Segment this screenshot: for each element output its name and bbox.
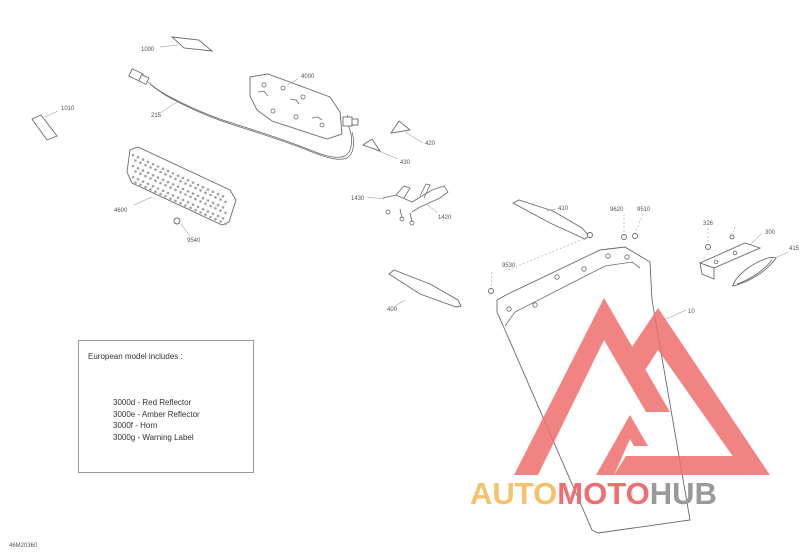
note-item: 3000g - Warning Label	[113, 432, 194, 442]
part-1420-latch-assembly	[382, 183, 449, 226]
callout-1010: 1010	[61, 106, 75, 112]
part-430-reflector	[362, 138, 382, 152]
note-list: 3000d - Red Reflector 3000e - Amber Refl…	[113, 397, 200, 443]
callout-4000: 4000	[301, 74, 315, 80]
part-1010-reflector	[31, 114, 58, 141]
callout-4600: 4600	[114, 208, 128, 214]
part-410-reflector-strip	[512, 199, 590, 240]
callout-410: 410	[558, 206, 569, 212]
part-326-screw	[705, 244, 711, 250]
callout-215: 215	[151, 113, 162, 119]
part-420-reflector	[390, 120, 412, 134]
part-1000-label	[170, 36, 214, 52]
callout-9540: 9540	[187, 238, 201, 244]
part-300-bracket	[698, 242, 762, 280]
note-item: 3000d - Red Reflector	[113, 398, 192, 407]
watermark-text: AUTOMOTOHUB	[470, 476, 717, 512]
watermark-logo	[470, 290, 800, 510]
callout-300: 300	[765, 230, 776, 236]
note-item: 3000e - Amber Reflector	[113, 409, 200, 419]
note-item: 3000f - Horn	[113, 421, 158, 430]
callout-430: 430	[400, 160, 411, 166]
part-4600-perforated-panel	[126, 146, 237, 226]
note-title: European model includes :	[88, 352, 183, 361]
callout-9510: 9510	[637, 207, 651, 213]
callout-9620: 9620	[610, 207, 624, 213]
part-400-reflector-strip	[388, 269, 462, 308]
callout-1420: 1420	[438, 215, 452, 221]
callout-420: 420	[425, 141, 436, 147]
callout-1000: 1000	[141, 47, 155, 53]
callout-10: 10	[688, 309, 695, 315]
watermark-text-moto: MOTO	[557, 476, 650, 511]
part-215-wiring-harness	[128, 68, 359, 160]
part-415-reflector-lens	[732, 257, 777, 287]
callout-1430: 1430	[351, 196, 365, 202]
part-4000-bracket-plate	[249, 73, 343, 140]
part-9510-fastener	[632, 233, 638, 239]
callout-415: 415	[789, 246, 800, 252]
watermark-text-auto: AUTO	[470, 476, 558, 511]
part-9620-fastener	[621, 234, 627, 240]
diagram-reference-code: 46M20360	[9, 543, 38, 549]
callout-9530: 9530	[502, 263, 516, 269]
callout-400: 400	[387, 307, 398, 313]
callout-326: 326	[703, 221, 714, 227]
part-9530-screw	[488, 288, 494, 294]
watermark-triangle-icon	[514, 298, 770, 475]
watermark-text-hub: HUB	[649, 476, 717, 511]
part-9540-nut	[173, 217, 181, 225]
european-model-note: European model includes : 3000d - Red Re…	[78, 340, 254, 473]
